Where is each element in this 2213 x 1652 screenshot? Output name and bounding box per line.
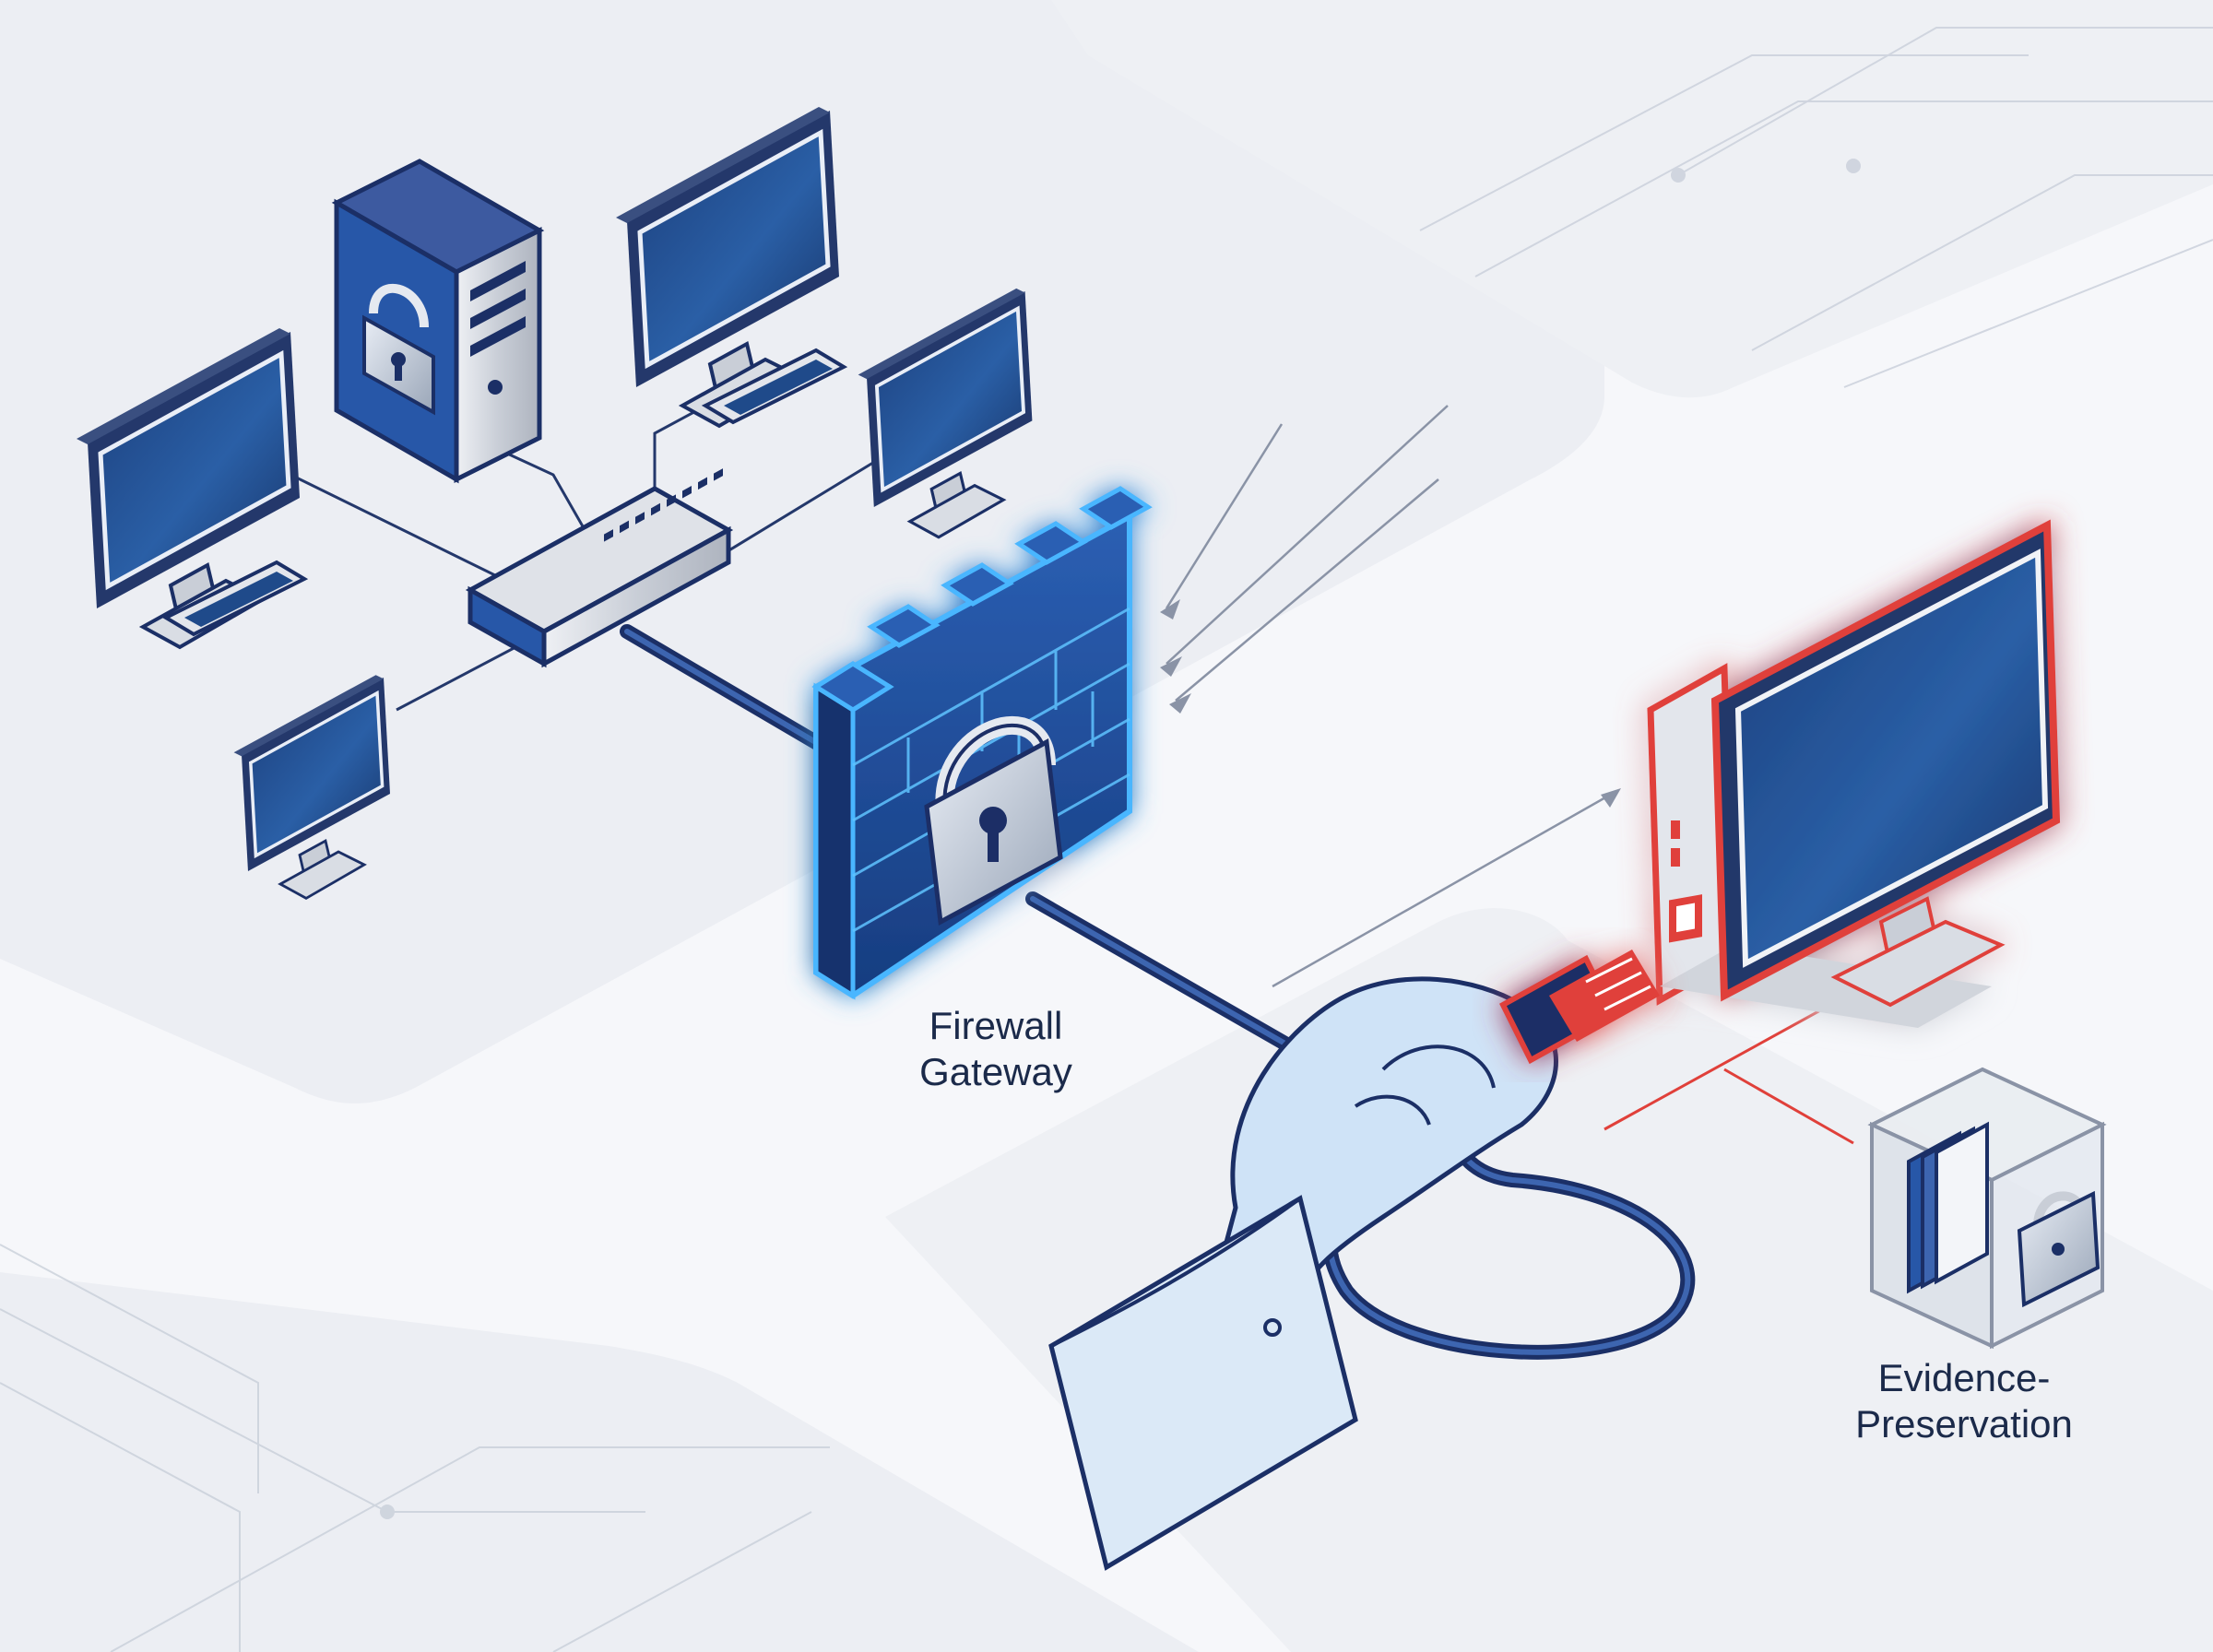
padlock-icon: [924, 716, 1063, 926]
firewall-label-line2: Gateway: [919, 1050, 1072, 1093]
tower-server-lock-icon: [331, 159, 545, 484]
firewall-label-line1: Firewall: [929, 1004, 1063, 1047]
circuit-lines: [0, 27, 2213, 1652]
inbound-arrows: [1165, 405, 1615, 988]
isolation-lines: [1604, 1003, 1854, 1145]
evidence-label-line1: Evidence-: [1877, 1356, 2051, 1399]
firewall-gateway-label: Firewall Gateway: [858, 1003, 1134, 1095]
ethernet-plug-icon: [1499, 950, 1660, 1065]
evidence-label-line2: Preservation: [1855, 1402, 2073, 1446]
evidence-preservation-label: Evidence- Preservation: [1798, 1355, 2130, 1447]
firewall-brick-wall-icon: [811, 486, 1153, 1000]
isolated-computer-icon: [1647, 519, 2061, 1028]
network-switch-icon: [465, 468, 734, 668]
evidence-box-icon: [1867, 1067, 2107, 1350]
